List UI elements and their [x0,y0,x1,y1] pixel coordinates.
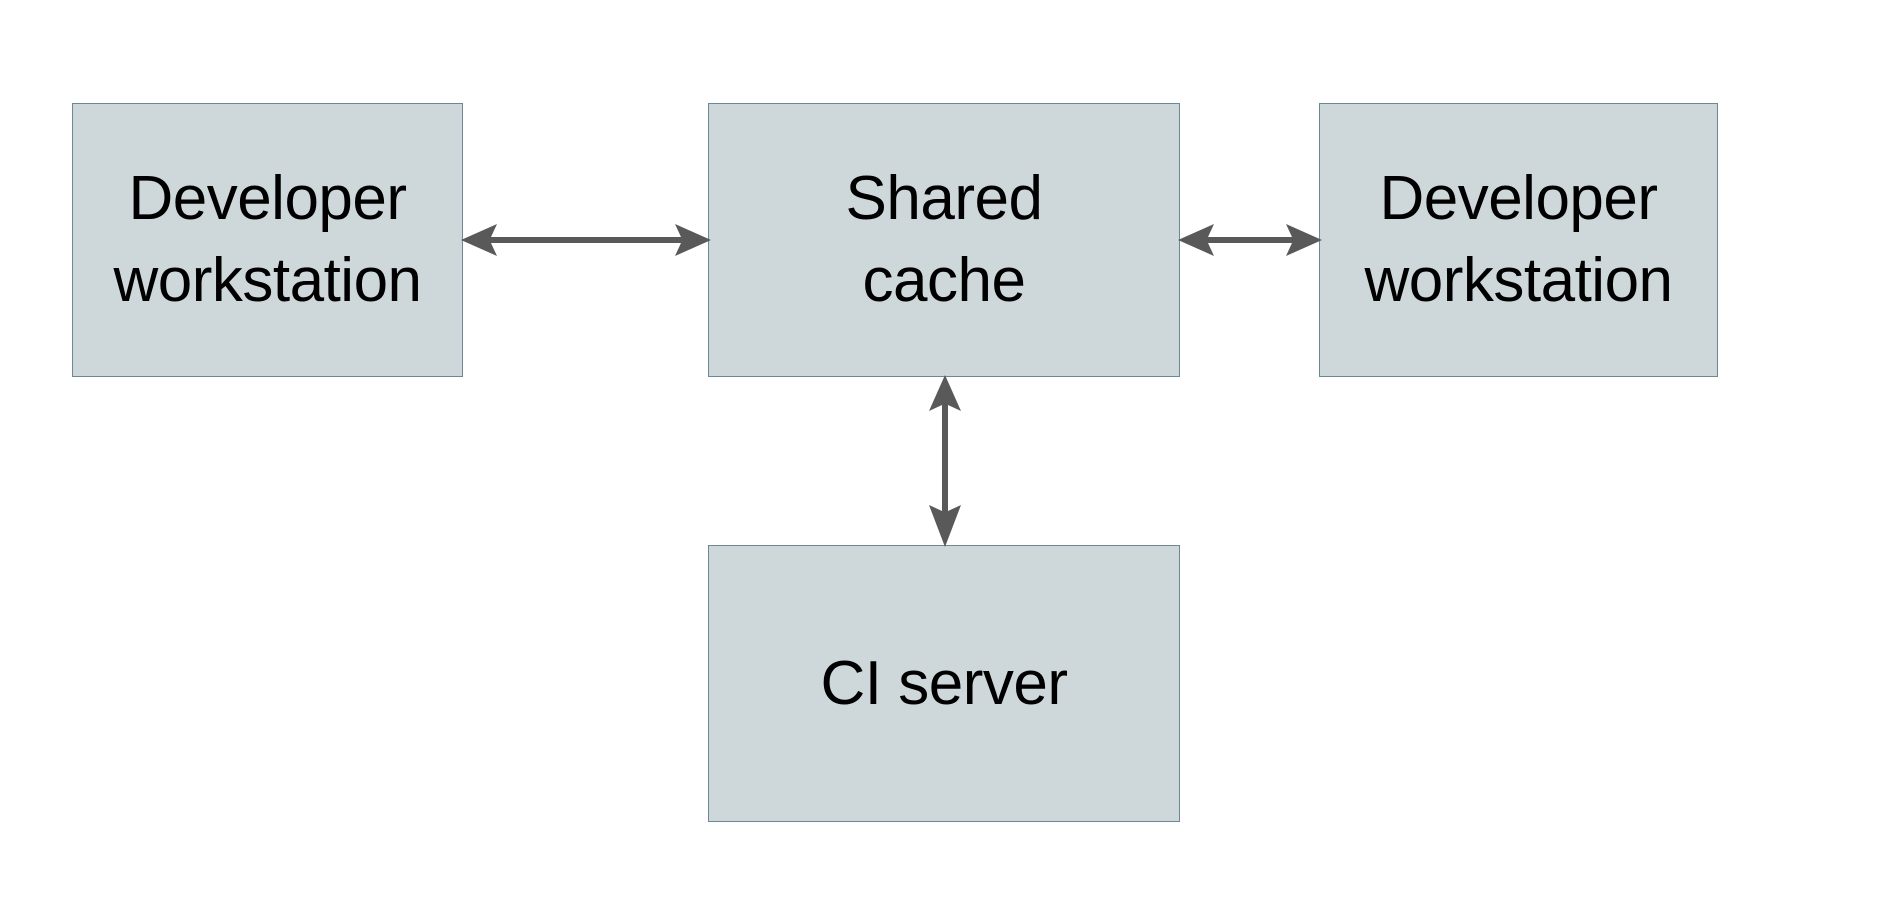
node-developer-workstation-right[interactable]: Developer workstation [1319,103,1718,377]
node-label: CI server [820,648,1068,718]
node-label: Developer workstation [113,164,422,315]
edge-developer-workstation-left-to-shared-cache[interactable] [461,214,711,266]
node-shared-cache[interactable]: Shared cache [708,103,1180,377]
node-ci-server[interactable]: CI server [708,545,1180,822]
node-developer-workstation-left[interactable]: Developer workstation [72,103,463,377]
edge-shared-cache-to-ci-server[interactable] [919,375,971,547]
node-label: Shared cache [845,164,1043,315]
edge-shared-cache-to-developer-workstation-right[interactable] [1178,214,1322,266]
double-arrow-icon [461,224,711,256]
double-arrow-icon [929,375,961,547]
double-arrow-icon [1178,224,1322,256]
node-label: Developer workstation [1364,164,1673,315]
